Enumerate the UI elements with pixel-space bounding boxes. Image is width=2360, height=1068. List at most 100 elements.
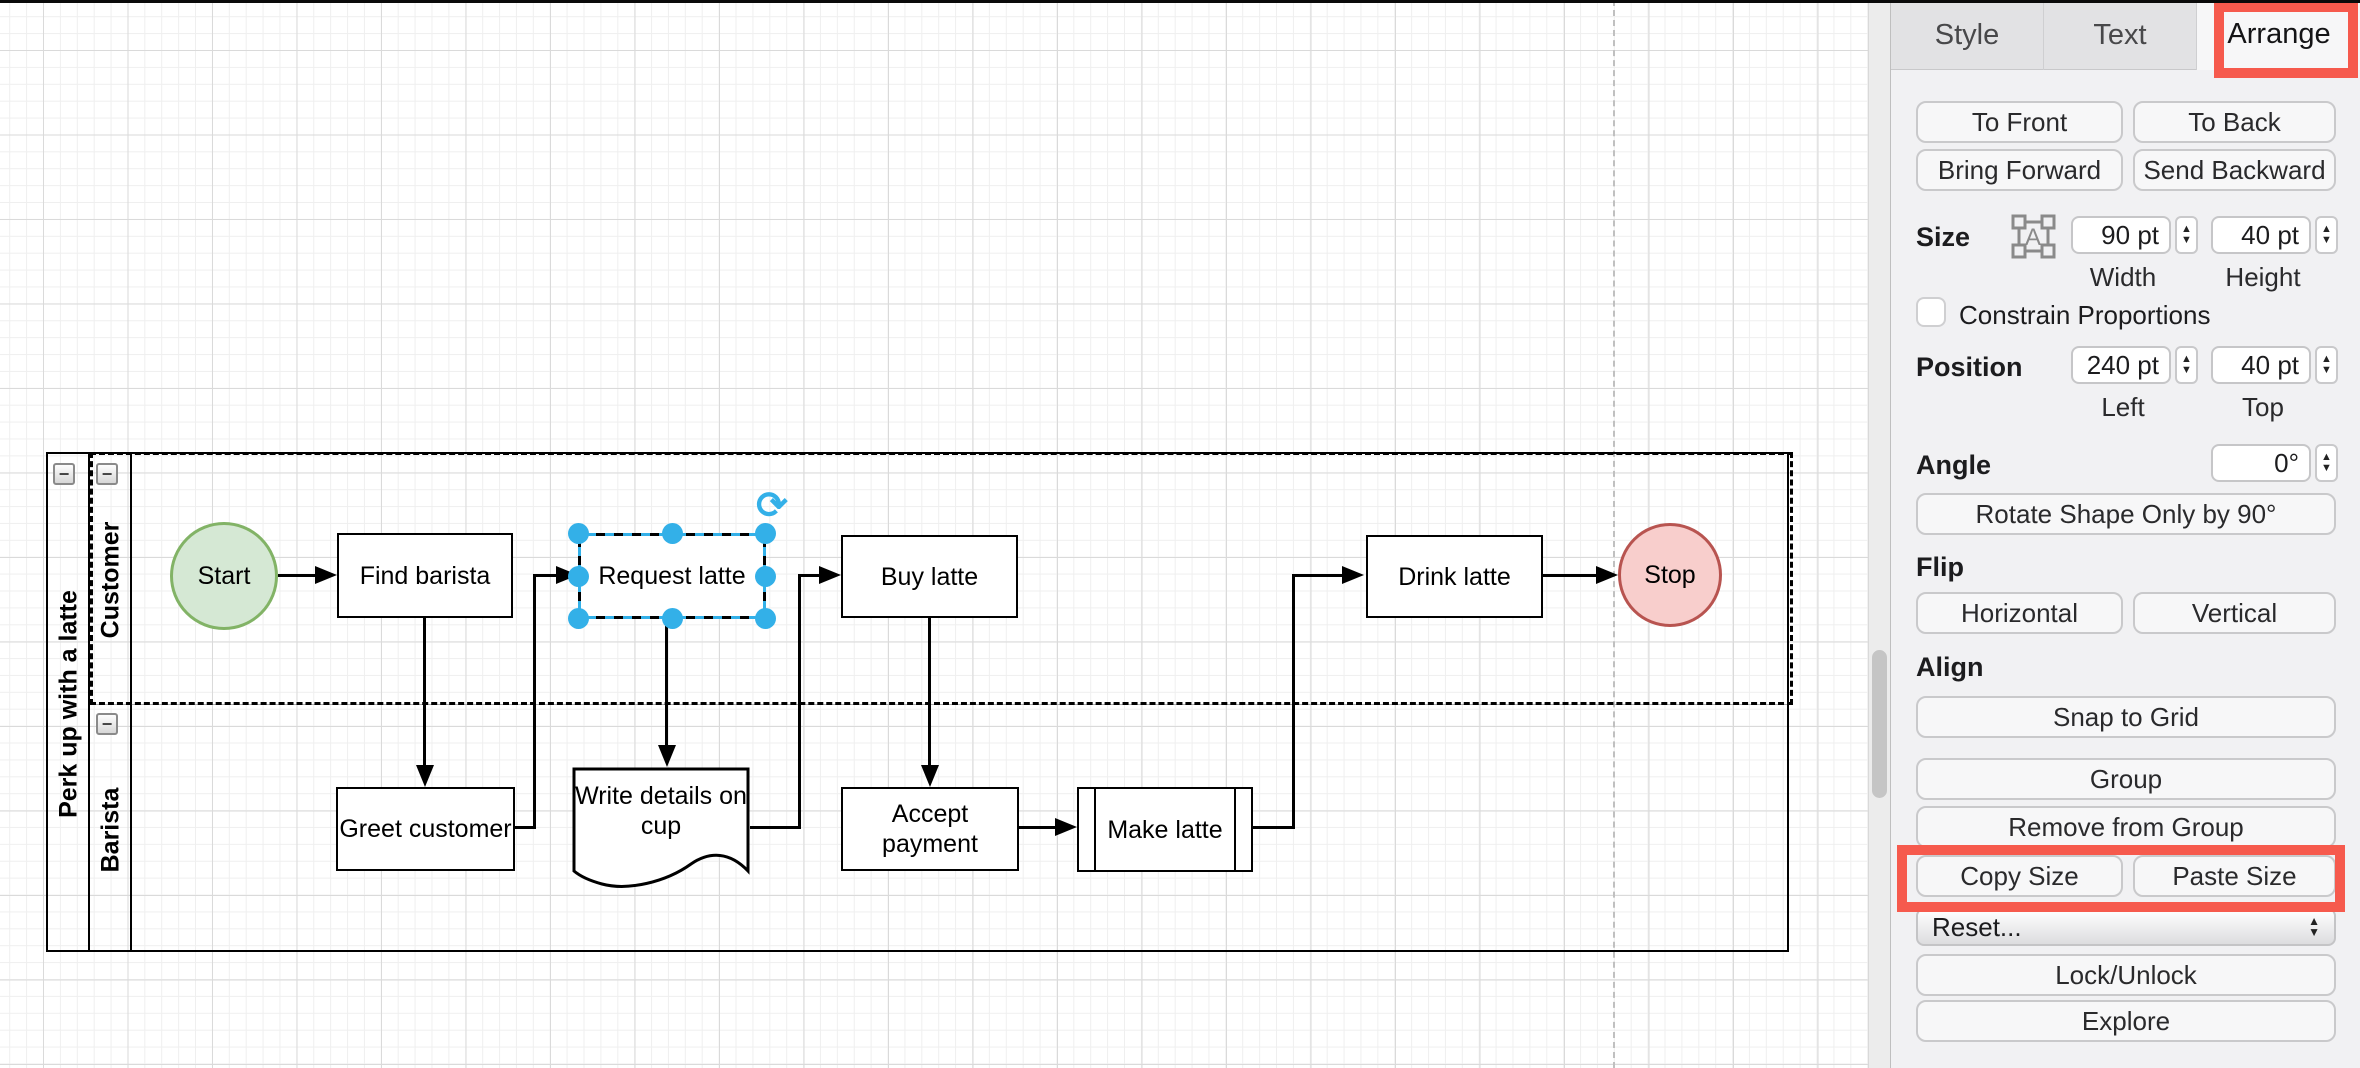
arrowhead (819, 566, 841, 584)
constrain-proportions-checkbox[interactable] (1916, 297, 1946, 327)
node-start-event[interactable]: Start (170, 522, 278, 630)
pool-title-divider (88, 454, 90, 950)
snap-to-grid-button[interactable]: Snap to Grid (1916, 696, 2336, 738)
pool-collapse-button[interactable]: − (53, 463, 75, 485)
select-arrows-icon: ▲▼ (2308, 914, 2320, 939)
lane-label-barista[interactable]: Barista (96, 787, 125, 873)
rotate-shape-button[interactable]: Rotate Shape Only by 90° (1916, 493, 2336, 535)
selection-overlay: ⟳ (568, 487, 788, 629)
node-drink-latte[interactable]: Drink latte (1366, 535, 1543, 618)
minus-icon: − (101, 714, 113, 734)
arrowhead (1596, 566, 1618, 584)
top-label: Top (2242, 392, 2284, 422)
node-greet-customer[interactable]: Greet customer (336, 787, 515, 871)
arrowhead (1055, 818, 1077, 836)
reset-dropdown-value: Reset... (1932, 911, 2022, 942)
edge-write-buy[interactable] (798, 574, 821, 577)
left-label: Left (2101, 392, 2145, 422)
height-stepper[interactable]: ▲▼ (2315, 216, 2338, 254)
reset-dropdown[interactable]: Reset... ▲▼ (1916, 908, 2336, 946)
edge-request-write[interactable] (665, 619, 668, 747)
resize-handle-sw[interactable] (568, 608, 589, 629)
node-make-latte-subprocess[interactable]: Make latte (1077, 787, 1253, 872)
flip-heading: Flip (1916, 552, 1964, 582)
node-write-details-document[interactable]: Write details on cup (572, 767, 750, 890)
flip-horizontal-button[interactable]: Horizontal (1916, 592, 2123, 634)
resize-handle-w[interactable] (568, 566, 589, 587)
flip-vertical-button[interactable]: Vertical (2133, 592, 2336, 634)
angle-heading: Angle (1916, 450, 1992, 480)
lock-unlock-button[interactable]: Lock/Unlock (1916, 954, 2336, 996)
document-shape (572, 767, 750, 888)
arrowhead (416, 765, 434, 787)
edge-make-drink[interactable] (1253, 826, 1295, 829)
edge-greet-request[interactable] (533, 574, 536, 829)
subprocess-bar (1234, 789, 1236, 870)
angle-stepper[interactable]: ▲▼ (2315, 444, 2338, 482)
width-stepper[interactable]: ▲▼ (2175, 216, 2198, 254)
send-backward-button[interactable]: Send Backward (2133, 149, 2336, 191)
position-top-input[interactable] (2211, 346, 2311, 384)
diagram-canvas[interactable]: Perk up with a latte Customer Barista − … (0, 0, 1868, 1068)
edge-make-drink[interactable] (1292, 574, 1295, 829)
edge-greet-request[interactable] (515, 826, 536, 829)
arrowhead (1342, 566, 1364, 584)
width-input[interactable] (2071, 216, 2171, 254)
arrowhead (315, 566, 337, 584)
svg-text:A: A (2025, 224, 2041, 251)
node-buy-latte[interactable]: Buy latte (841, 535, 1018, 618)
arrowhead (658, 745, 676, 767)
resize-handle-ne[interactable] (755, 523, 776, 544)
position-left-stepper[interactable]: ▲▼ (2175, 346, 2198, 384)
align-heading: Align (1916, 652, 1984, 682)
resize-handle-e[interactable] (755, 566, 776, 587)
to-front-button[interactable]: To Front (1916, 101, 2123, 143)
customer-lane-collapse-button[interactable]: − (96, 463, 118, 485)
resize-handle-se[interactable] (755, 608, 776, 629)
angle-input[interactable] (2211, 444, 2311, 482)
tab-text[interactable]: Text (2044, 0, 2197, 70)
tab-style[interactable]: Style (1891, 0, 2044, 70)
barista-lane-collapse-button[interactable]: − (96, 713, 118, 735)
node-accept-payment[interactable]: Accept payment (841, 787, 1019, 871)
pool-title[interactable]: Perk up with a latte (54, 590, 83, 818)
edge-find-greet[interactable] (423, 618, 426, 768)
minus-icon: − (58, 464, 70, 484)
customer-lane-highlight (90, 452, 1793, 705)
group-button[interactable]: Group (1916, 758, 2336, 800)
size-heading: Size (1916, 222, 1971, 252)
node-label: Make latte (1107, 815, 1223, 844)
edge-greet-request[interactable] (533, 574, 558, 577)
position-top-stepper[interactable]: ▲▼ (2315, 346, 2338, 384)
remove-from-group-button[interactable]: Remove from Group (1916, 806, 2336, 848)
edge-start-find[interactable] (278, 574, 318, 577)
resize-handle-s[interactable] (662, 608, 683, 629)
autosize-icon[interactable]: A (2011, 214, 2056, 259)
window-top-border (0, 0, 2360, 3)
position-left-input[interactable] (2071, 346, 2171, 384)
node-find-barista[interactable]: Find barista (337, 533, 513, 618)
constrain-proportions-label: Constrain Proportions (1959, 300, 2211, 330)
swimlane-pool[interactable]: Perk up with a latte Customer Barista − … (46, 452, 1793, 952)
resize-handle-n[interactable] (662, 523, 683, 544)
edge-accept-make[interactable] (1019, 826, 1057, 829)
node-request-latte-selected[interactable]: Request latte (578, 533, 766, 619)
bring-forward-button[interactable]: Bring Forward (1916, 149, 2123, 191)
resize-handle-nw[interactable] (568, 523, 589, 544)
edge-drink-stop[interactable] (1543, 574, 1598, 577)
edge-make-drink[interactable] (1292, 574, 1344, 577)
arrowhead (921, 765, 939, 787)
height-input[interactable] (2211, 216, 2311, 254)
rotate-handle-icon[interactable]: ⟳ (756, 485, 788, 527)
node-stop-event[interactable]: Stop (1618, 523, 1722, 627)
node-label: Write details on cup (575, 782, 747, 840)
edge-buy-accept[interactable] (928, 618, 931, 768)
edge-write-buy[interactable] (750, 826, 801, 829)
canvas-vertical-scrollbar[interactable] (1868, 0, 1890, 1068)
to-back-button[interactable]: To Back (2133, 101, 2336, 143)
scrollbar-thumb[interactable] (1872, 650, 1887, 798)
position-heading: Position (1916, 352, 2023, 382)
edge-write-buy[interactable] (798, 574, 801, 829)
explore-button[interactable]: Explore (1916, 1000, 2336, 1042)
copy-size-button[interactable]: Copy Size (1916, 855, 2123, 897)
